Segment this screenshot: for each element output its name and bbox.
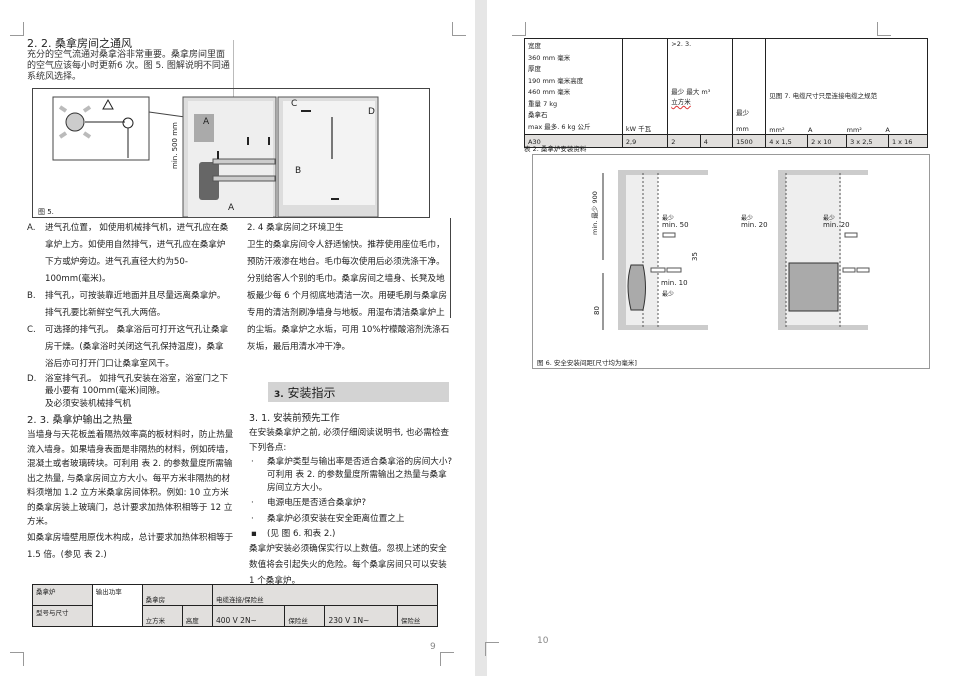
- dim-80: 80: [593, 306, 601, 315]
- page-9: 2. 2. 桑拿房间之通风 充分的空气流通对桑拿浴非常重要。桑拿房间里面的空气应…: [0, 0, 475, 676]
- dim-label: 最少: [662, 291, 675, 298]
- crop-mark: [512, 22, 526, 36]
- crop-mark: [440, 652, 454, 666]
- vent-list: A.进气孔位置， 如使用机械排气机，进气孔应在桑拿炉上方。如使用自然排气，进气孔…: [27, 220, 232, 411]
- crop-mark: [485, 642, 499, 656]
- table-cell: 4: [699, 134, 734, 148]
- table-cell: 桑拿房: [141, 584, 213, 606]
- table-2-header: 桑拿炉 输出功率 桑拿房 电缆连接/保险丝 型号与尺寸 立方米 高度 400 V…: [32, 584, 439, 627]
- section-body: 充分的空气流通对桑拿浴非常重要。桑拿房间里面的空气应该每小时更新6 次。图 5.…: [27, 50, 230, 82]
- table-cell: 3 x 2,5: [846, 134, 889, 148]
- list-item: 及必须安装机械排气机: [45, 399, 131, 409]
- section-2-4: 2. 4 桑拿房间之环境卫生 卫生的桑拿房间令人舒适愉快。推荐使用座位毛巾，预防…: [247, 220, 452, 356]
- heading-3: 3. 安装指示: [268, 382, 449, 402]
- dim-label: 最少: [662, 215, 675, 222]
- crop-mark: [452, 22, 466, 36]
- fig-label-a: A: [203, 117, 210, 127]
- section-title: 2. 4 桑拿房间之环境卫生: [247, 223, 344, 233]
- crop-mark: [877, 22, 891, 36]
- section-intro: 在安装桑拿炉之前, 必须仔细阅读说明书, 也必需检查下列各点:: [249, 428, 449, 453]
- section-2-2: 2. 2. 桑拿房间之通风 充分的空气流通对桑拿浴非常重要。桑拿房间里面的空气应…: [27, 38, 232, 83]
- table-cell: 保险丝: [284, 605, 326, 627]
- fig-label-c: C: [291, 99, 298, 109]
- list-item: A.进气孔位置， 如使用机械排气机，进气孔应在桑拿炉上方。如使用自然排气，进气孔…: [27, 223, 229, 284]
- list-item: B.排气孔，可按装靠近地面并且尽量远离桑拿炉。排气孔要比新鲜空气孔大两倍。: [27, 291, 226, 318]
- fig-label-a: A: [228, 203, 235, 213]
- bullet-item: ·电源电压是否适合桑拿炉?: [251, 498, 367, 508]
- list-item: D.浴室排气孔。 如排气孔安装在浴室，浴室门之下最小要有 100mm(毫米)间隙…: [27, 374, 229, 396]
- fig-label-b: B: [295, 166, 302, 176]
- page-number: 9: [430, 642, 436, 652]
- crop-mark: [10, 652, 24, 666]
- dim-20: min. 20: [741, 221, 768, 229]
- table-cell: 立方米: [141, 605, 183, 627]
- table-cell: 2,9: [621, 134, 669, 148]
- fig-dimension: min. 500 mm: [171, 122, 179, 169]
- section-title: 3. 1. 安装前预先工作: [249, 413, 340, 424]
- dim-10: min. 10: [661, 279, 688, 287]
- table-cell: 1 x 16: [887, 134, 929, 148]
- figure-caption: 图 5.: [38, 208, 54, 216]
- dim-20: min. 20: [823, 221, 850, 229]
- section-title: 2. 2. 桑拿房间之通风: [27, 37, 132, 50]
- section-body: 当墙身与天花板盖着隔热效率高的板材料时，防止热量流入墙身。如果墙身表面是非隔热的…: [27, 430, 234, 527]
- section-body: 卫生的桑拿房间令人舒适愉快。推荐使用座位毛巾，预防汗液渗在地台。毛巾每次使用后必…: [247, 240, 450, 352]
- fig-label-d: D: [368, 107, 375, 117]
- figure-6: min. 最少 900 最少 min. 50 35 min. 10 最少 80 …: [532, 154, 930, 369]
- table-cell: 4 x 1,5: [765, 134, 809, 148]
- table-cell: 400 V 2N~: [211, 605, 286, 627]
- table-caption: 表 2. 桑拿炉安装资料: [524, 145, 587, 153]
- section-3-1: 3. 1. 安装前预先工作 在安装桑拿炉之前, 必须仔细阅读说明书, 也必需检查…: [249, 412, 454, 589]
- table-cell: 高度: [181, 605, 213, 627]
- table-cell: 保险丝: [396, 605, 439, 627]
- table-cell: 2 x 10: [807, 134, 848, 148]
- table-cell: 桑拿炉: [32, 584, 93, 606]
- list-item: C.可选择的排气孔。 桑拿浴后可打开这气孔让桑拿房干燥。(桑拿浴时关闭这气孔保持…: [27, 325, 229, 369]
- figure-5: A A B C D min. 500 mm 图 5.: [32, 88, 430, 218]
- column-border: [450, 218, 451, 318]
- section-title: 2. 3. 桑拿炉输出之热量: [27, 415, 133, 426]
- dim-label: 最少: [823, 215, 836, 222]
- table-cell: 电缆连接/保险丝: [211, 584, 439, 606]
- section-2-3: 2. 3. 桑拿炉输出之热量 当墙身与天花板盖着隔热效率高的板材料时，防止热量流…: [27, 414, 237, 564]
- bullet-item: ·桑拿炉类型与输出率是否适合桑拿浴的房间大小? 可利用 表 2. 的参数量度所需…: [251, 457, 453, 493]
- table-cell: 1500: [732, 134, 767, 148]
- dim-label: 最少: [741, 215, 754, 222]
- crop-mark: [10, 22, 24, 36]
- table-cell: 输出功率: [91, 584, 143, 627]
- dim-50: min. 50: [662, 221, 689, 229]
- section-body: 如桑拿房墙壁用原伐木构成，总计要求加热体积相等于 1.5 倍。(参见 表 2.): [27, 532, 234, 560]
- bullet-item: ▪(见 图 6. 和表 2.): [251, 529, 336, 539]
- table-cell: 230 V 1N~: [324, 605, 398, 627]
- dim-900: min. 最少 900: [591, 191, 599, 235]
- clearance-diagram: [602, 170, 870, 330]
- table-cell: 型号与尺寸: [32, 605, 93, 627]
- page-number: 10: [537, 636, 549, 646]
- section-outro: 桑拿炉安装必须确保实行以上数值。忽视上述的安全数值将会引起失火的危险。每个桑拿房…: [249, 544, 447, 586]
- table-cell: 2: [667, 134, 701, 148]
- bullet-item: ·桑拿炉必须安装在安全距离位置之上: [251, 514, 405, 524]
- table-cell: kW 千瓦: [621, 38, 669, 135]
- dim-35: 35: [691, 252, 699, 261]
- column-border: [233, 40, 234, 140]
- figure-caption: 图 6. 安全安装间距[尺寸均为毫米]: [537, 359, 637, 367]
- ventilation-diagram: [52, 96, 379, 218]
